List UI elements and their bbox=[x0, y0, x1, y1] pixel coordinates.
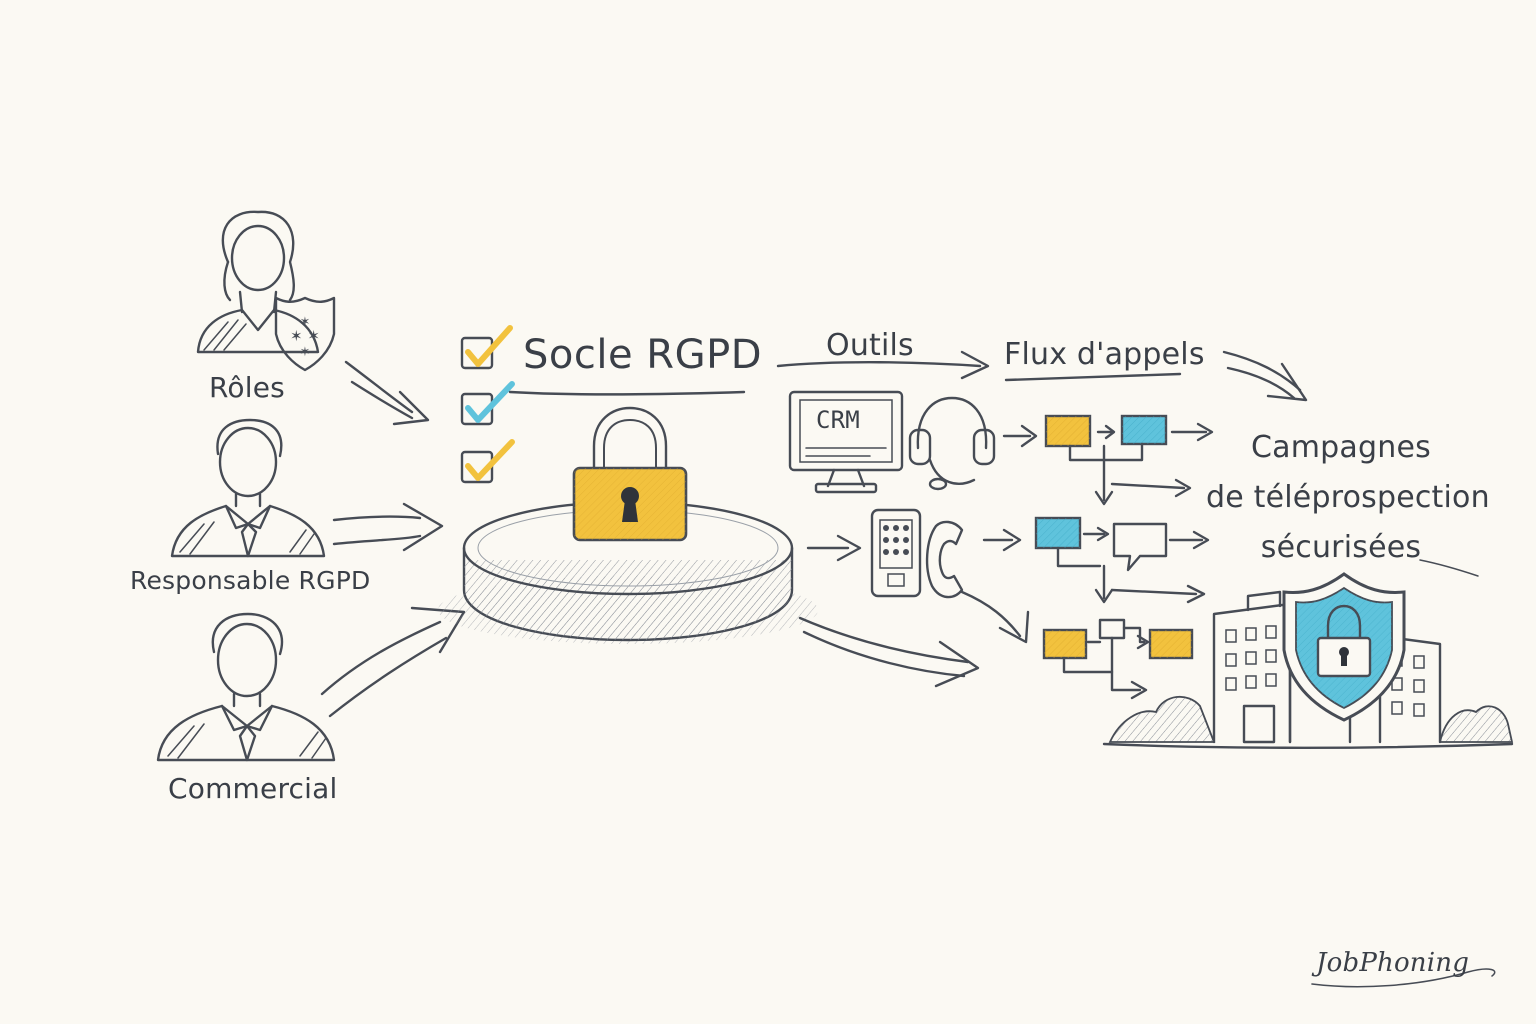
checkbox-icon bbox=[460, 381, 515, 426]
crm-label: CRM bbox=[816, 406, 860, 434]
flow-row-1 bbox=[1002, 414, 1214, 506]
phone-icon bbox=[870, 508, 964, 599]
tools-label: Outils bbox=[826, 328, 914, 363]
flows-underline bbox=[1004, 372, 1182, 382]
svg-text:✶ ✶: ✶ ✶ bbox=[290, 327, 320, 345]
arrow-phone-to-flow3 bbox=[960, 590, 1030, 644]
platform-icon bbox=[438, 500, 818, 644]
result-label: Campagnes de téléprospection sécurisées bbox=[1206, 423, 1490, 573]
result-line-1: Campagnes bbox=[1251, 430, 1431, 465]
flow-row-3 bbox=[1042, 618, 1194, 700]
arrow-rgpd-to-core bbox=[332, 502, 444, 552]
result-line-2: de téléprospection bbox=[1206, 480, 1490, 515]
result-underline bbox=[1419, 559, 1479, 577]
arrow-core-to-flow3 bbox=[798, 616, 980, 688]
monitor-icon bbox=[788, 390, 904, 494]
arrow-roles-to-core bbox=[344, 360, 430, 426]
building-icon bbox=[1102, 590, 1514, 749]
arrow-core-to-phone bbox=[806, 534, 862, 562]
padlock-icon bbox=[572, 406, 688, 542]
flow-row-2 bbox=[982, 516, 1210, 604]
checkbox-icon bbox=[460, 439, 515, 484]
role-label-roles: Rôles bbox=[209, 371, 285, 404]
role-label-commercial: Commercial bbox=[168, 772, 338, 805]
svg-text:✶: ✶ bbox=[300, 315, 311, 330]
shield-lock-icon bbox=[1282, 572, 1406, 722]
checkbox-icon bbox=[460, 325, 513, 370]
arrow-flows-to-result bbox=[1222, 350, 1308, 402]
core-title: Socle RGPD bbox=[523, 332, 763, 378]
person-woman-icon bbox=[196, 210, 320, 354]
arrow-tools-to-flows bbox=[776, 350, 990, 380]
svg-text:✶: ✶ bbox=[300, 345, 311, 360]
arrow-commercial-to-core bbox=[320, 606, 466, 718]
brand-swash bbox=[1311, 968, 1496, 988]
headset-icon bbox=[908, 396, 996, 491]
person-commercial-icon bbox=[156, 612, 336, 762]
checkbox-list bbox=[460, 325, 515, 484]
flows-label: Flux d'appels bbox=[1004, 337, 1205, 372]
brand-logo: JobPhoning bbox=[1316, 948, 1470, 978]
role-label-responsable-rgpd: Responsable RGPD bbox=[130, 566, 371, 595]
result-line-3: sécurisées bbox=[1260, 530, 1422, 565]
title-underline bbox=[508, 390, 746, 396]
person-manager-icon bbox=[170, 418, 326, 558]
shield-star-icon: ✶ ✶ ✶ ✶ bbox=[274, 296, 336, 372]
